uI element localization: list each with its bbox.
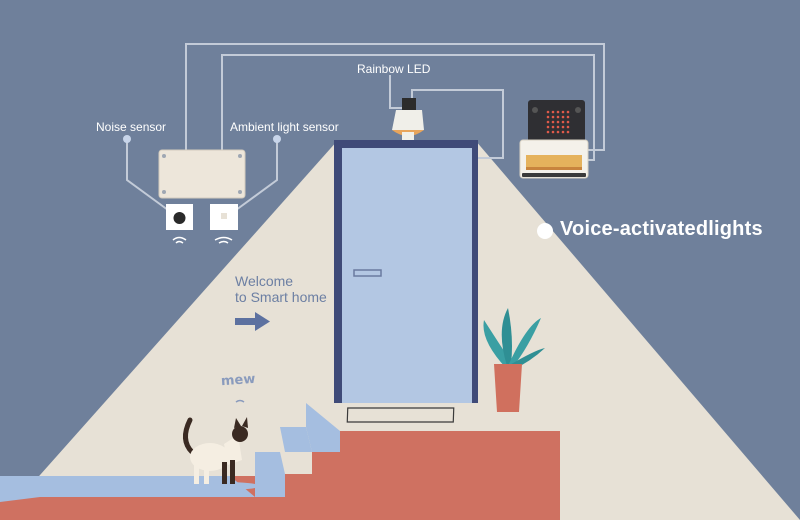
right-arrow-icon: [235, 312, 270, 331]
welcome-line-1: Welcome: [235, 273, 294, 289]
wiring: [126, 43, 605, 211]
doormat: [346, 407, 455, 423]
stairs: [0, 403, 560, 520]
ambient-light-sensor-icon: [210, 204, 238, 244]
noise-sensor-label: Noise sensor: [96, 120, 167, 134]
rainbow-led-label: Rainbow LED: [357, 62, 431, 76]
noise-sensor-icon: [166, 204, 193, 244]
door-handle: [353, 269, 382, 277]
microbit-board-icon: [519, 100, 589, 179]
headline-voice-activated-lights: Voice-activatedlights: [560, 218, 763, 240]
sensor-board: [158, 149, 246, 199]
cat-icon: [183, 399, 260, 490]
microbit-button-a: [532, 107, 538, 113]
welcome-text: Welcome to Smart home: [235, 273, 327, 305]
microbit-button-b: [575, 107, 581, 113]
ambient-light-pointer: [273, 135, 281, 143]
potted-plant-icon: [483, 308, 545, 412]
welcome-line-2: to Smart home: [235, 289, 327, 305]
expansion-header: [526, 155, 582, 167]
cat-mew-text: mew: [220, 371, 256, 390]
door: [334, 140, 478, 403]
rainbow-led-bulb-icon: [392, 98, 424, 142]
ambient-light-sensor-label: Ambient light sensor: [230, 120, 339, 134]
headline-bullet: [537, 223, 553, 239]
noise-sensor-pointer: [123, 135, 131, 143]
